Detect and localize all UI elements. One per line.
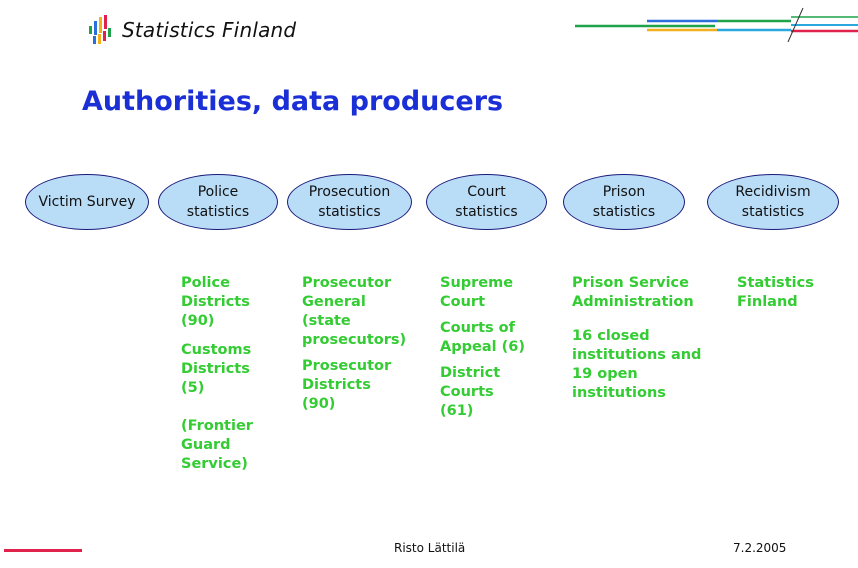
producer-item: Courts of Appeal (6) <box>440 320 525 355</box>
producer-item: Customs Districts (5) <box>181 342 252 396</box>
producer-item: Police Districts (90) <box>181 275 250 329</box>
header-decoration <box>575 7 858 42</box>
logo: Statistics Finland <box>86 14 296 46</box>
statistics-finland-logo-icon <box>89 15 111 44</box>
producer-item: Statistics Finland <box>737 275 814 310</box>
producer-item: Prosecutor General (state prosecutors) <box>302 275 407 348</box>
stage-victim-survey: Victim Survey <box>25 174 149 230</box>
stage-court-statistics: Court statistics <box>426 174 547 230</box>
stage-label: Police statistics <box>186 184 250 220</box>
producers-police: Police Districts (90) Customs Districts … <box>181 274 253 484</box>
stage-police-statistics: Police statistics <box>158 174 278 230</box>
footer-accent-line <box>4 549 82 552</box>
producer-item: Supreme Court <box>440 275 514 310</box>
logo-text: Statistics Finland <box>122 18 297 42</box>
stage-label: Court statistics <box>455 184 518 220</box>
stage-label: Prosecution statistics <box>308 184 391 220</box>
stage-label: Victim Survey <box>38 194 136 210</box>
producer-item: Prison Service Administration <box>572 275 694 310</box>
stage-label: Prison statistics <box>592 184 656 220</box>
footer-date: 7.2.2005 <box>733 541 787 555</box>
producers-courts: Supreme Court Courts of Appeal (6) Distr… <box>440 274 525 431</box>
producers-prison: Prison Service Administration 16 closed … <box>572 274 701 413</box>
stage-recidivism-statistics: Recidivism statistics <box>707 174 839 230</box>
footer-author: Risto Lättilä <box>394 541 466 555</box>
producer-item: (Frontier Guard Service) <box>181 418 253 472</box>
producer-item: Prosecutor Districts (90) <box>302 358 392 412</box>
stage-prison-statistics: Prison statistics <box>563 174 685 230</box>
stage-prosecution-statistics: Prosecution statistics <box>287 174 412 230</box>
stage-label: Recidivism statistics <box>735 184 811 220</box>
producer-item: District Courts (61) <box>440 365 501 419</box>
producers-prosecution: Prosecutor General (state prosecutors) P… <box>302 274 406 424</box>
page-title: Authorities, data producers <box>82 86 504 117</box>
producers-recidivism: Statistics Finland <box>737 274 814 322</box>
producer-item: 16 closed institutions and 19 open insti… <box>572 328 702 401</box>
